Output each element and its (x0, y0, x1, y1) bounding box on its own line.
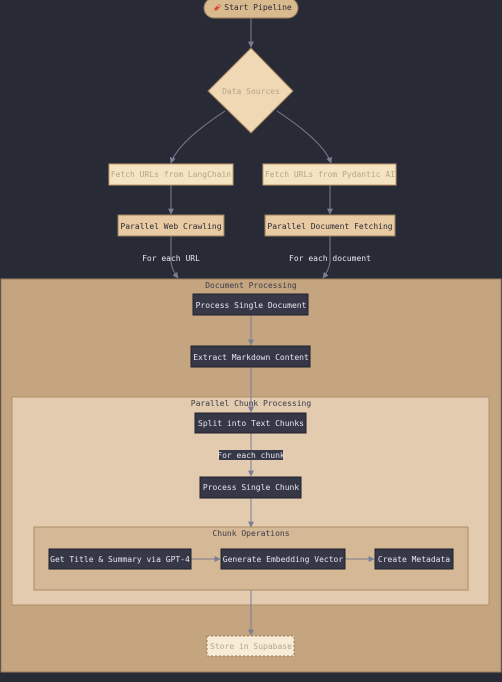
get-title-summary-node[interactable]: Get Title & Summary via GPT-4 (48, 548, 192, 570)
data-sources-decision[interactable]: Data Sources (207, 47, 294, 134)
process-single-chunk-node[interactable]: Process Single Chunk (199, 476, 302, 499)
parallel-document-fetching-label: Parallel Document Fetching (267, 222, 392, 231)
chunk-operations-title: Chunk Operations (212, 529, 289, 538)
rocket-icon (212, 4, 221, 12)
fetch-langchain-node[interactable]: Fetch URLs from LangChain (108, 163, 234, 186)
store-supabase-node[interactable]: Store in Supabase (206, 635, 295, 657)
create-metadata-node[interactable]: Create Metadata (374, 548, 454, 570)
get-title-summary-label: Get Title & Summary via GPT-4 (50, 555, 190, 564)
extract-markdown-label: Extract Markdown Content (193, 353, 309, 362)
store-supabase-label: Store in Supabase (210, 642, 292, 651)
generate-embedding-node[interactable]: Generate Embedding Vector (220, 548, 346, 570)
create-metadata-label: Create Metadata (378, 555, 450, 564)
data-sources-label: Data Sources (222, 87, 280, 96)
start-pipeline-label: Start Pipeline (224, 3, 292, 12)
process-single-chunk-label: Process Single Chunk (203, 483, 300, 492)
fetch-pydantic-label: Fetch URLs from Pydantic AI (265, 170, 395, 179)
fetch-pydantic-node[interactable]: Fetch URLs from Pydantic AI (262, 163, 397, 186)
edge-label-each-document: For each document (289, 254, 371, 263)
generate-embedding-label: Generate Embedding Vector (223, 555, 344, 564)
edge-label-each-chunk: For each chunk (217, 451, 285, 460)
split-text-chunks-label: Split into Text Chunks (198, 419, 304, 428)
start-pipeline-node[interactable]: Start Pipeline (203, 0, 299, 19)
process-single-document-node[interactable]: Process Single Document (192, 293, 309, 316)
parallel-web-crawling-label: Parallel Web Crawling (120, 222, 221, 231)
split-text-chunks-node[interactable]: Split into Text Chunks (194, 412, 307, 434)
parallel-document-fetching-node[interactable]: Parallel Document Fetching (264, 214, 396, 237)
extract-markdown-node[interactable]: Extract Markdown Content (190, 345, 311, 368)
edge-decision-to-pydantic (276, 110, 333, 164)
edge-decision-to-langchain (169, 110, 226, 164)
document-processing-title: Document Processing (205, 281, 297, 290)
process-single-document-label: Process Single Document (196, 301, 307, 310)
parallel-web-crawling-node[interactable]: Parallel Web Crawling (117, 214, 225, 237)
fetch-langchain-label: Fetch URLs from LangChain (111, 170, 232, 179)
edge-fetching-to-processing (322, 236, 331, 279)
edge-crawling-to-processing (170, 236, 179, 279)
edge-label-each-url: For each URL (142, 254, 200, 263)
edge-label-each-chunk-bg (219, 450, 283, 460)
